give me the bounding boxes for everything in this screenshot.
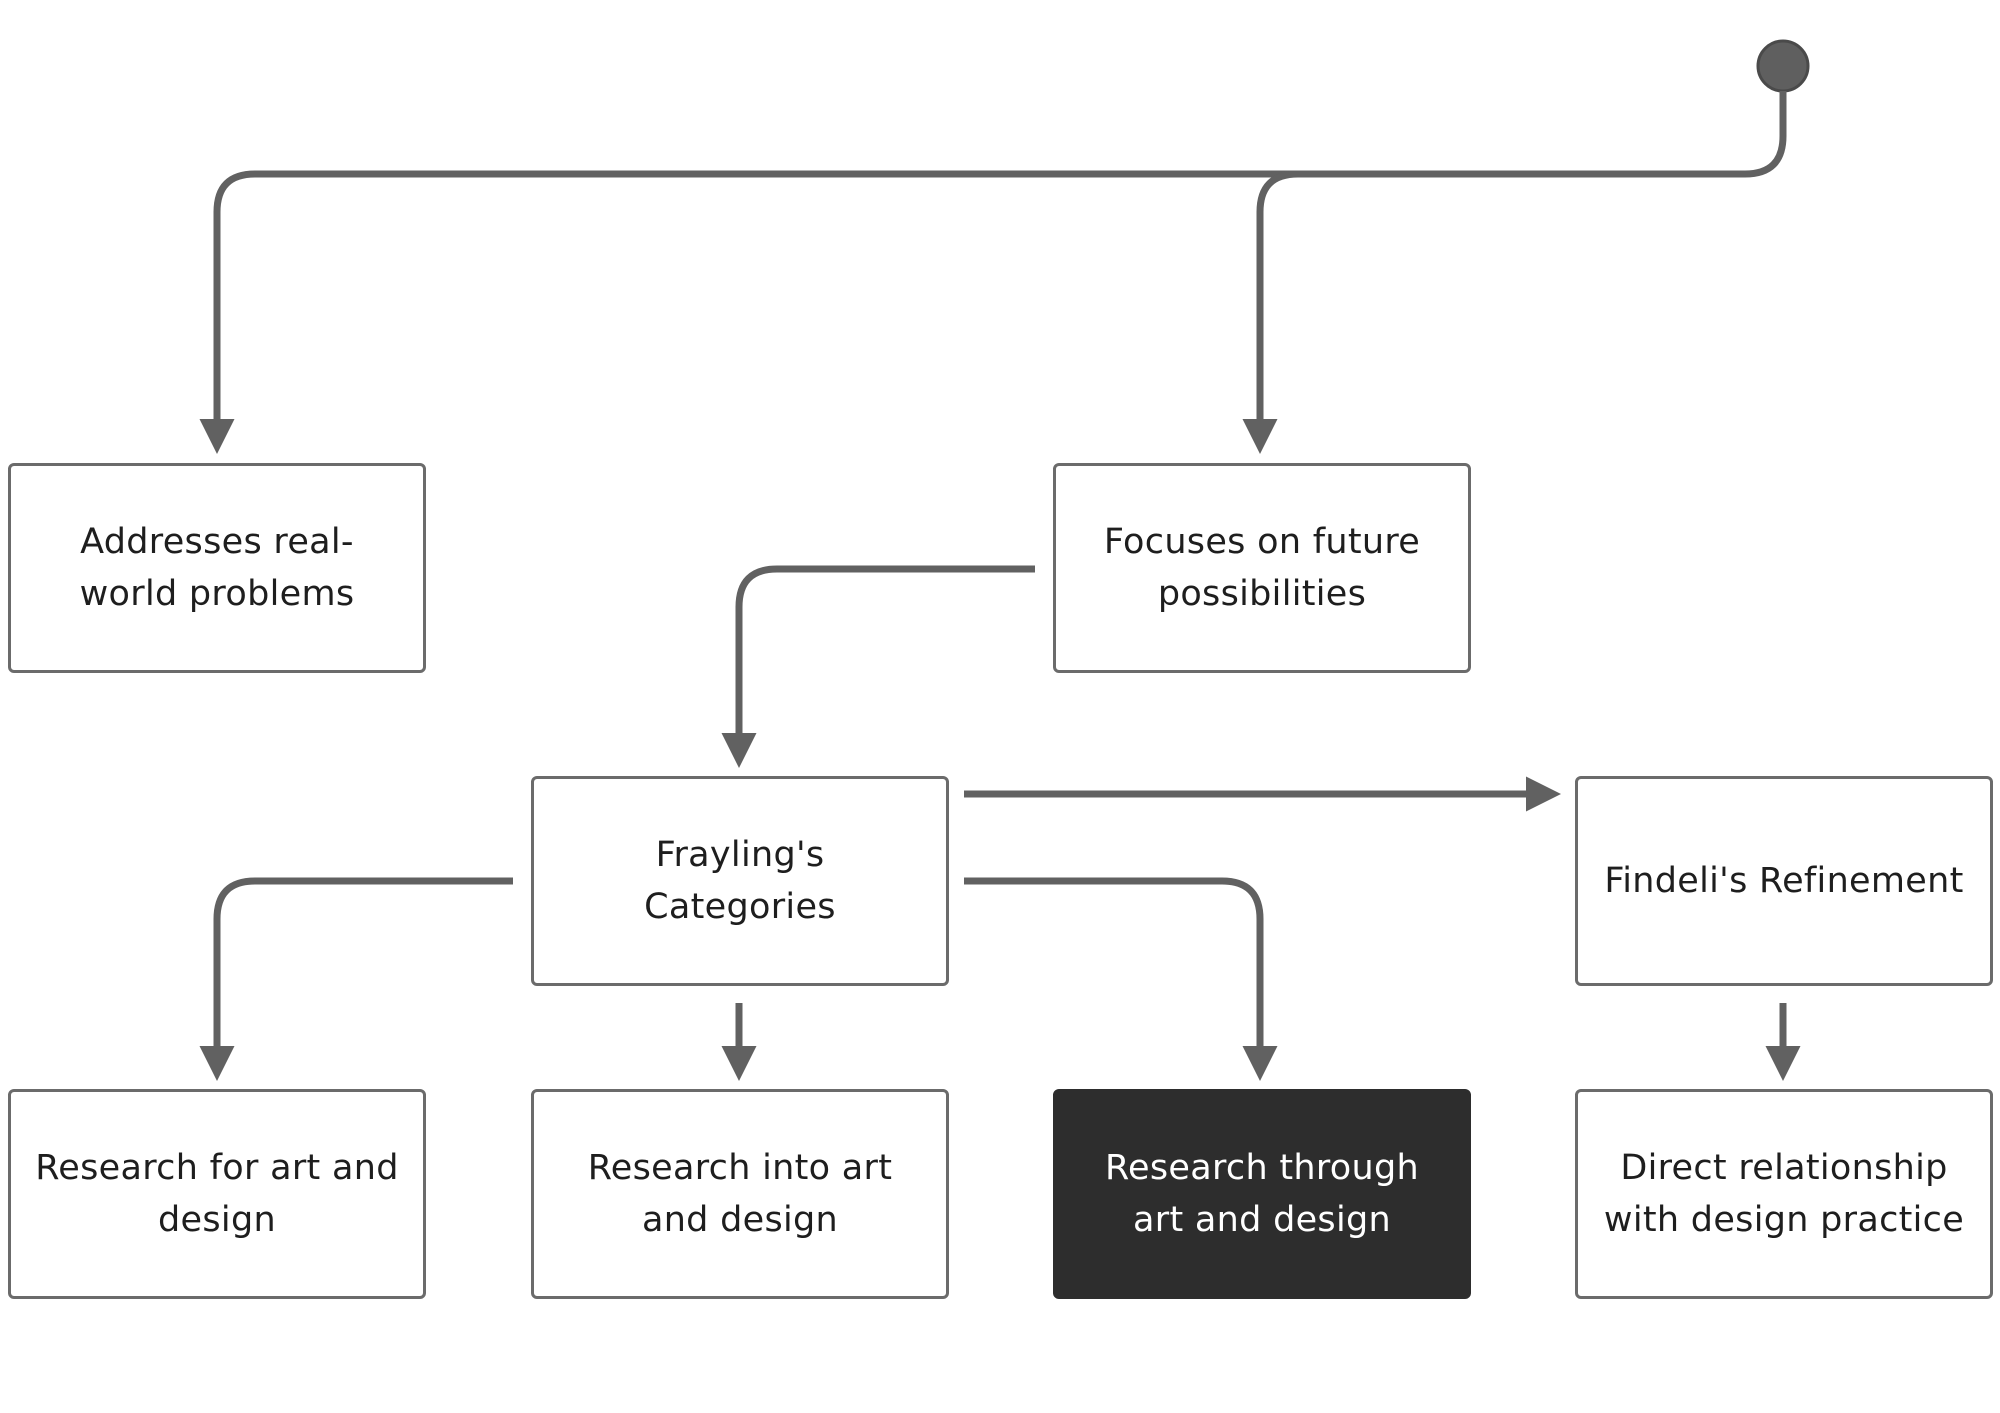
connector-start-to-future xyxy=(1242,170,1302,454)
node-label: Frayling's Categories xyxy=(644,835,836,927)
node-research-through-art-and-design: Research through art and design xyxy=(1053,1089,1471,1299)
connector-start-to-real-world xyxy=(199,91,1787,454)
node-research-for-art-and-design: Research for art and design xyxy=(8,1089,426,1299)
node-label: Research through art and design xyxy=(1105,1148,1419,1240)
connector-frayling-to-research-for xyxy=(199,877,513,1081)
node-direct-relationship-with-design-practice: Direct relationship with design practice xyxy=(1575,1089,1993,1299)
start-dot xyxy=(1756,39,1810,93)
connector-future-to-frayling xyxy=(721,565,1035,768)
node-focuses-on-future-possibilities: Focuses on future possibilities xyxy=(1053,463,1471,673)
node-label: Findeli's Refinement xyxy=(1604,861,1964,901)
connector-frayling-to-research-through xyxy=(964,877,1278,1081)
node-addresses-real-world-problems: Addresses real-world problems xyxy=(8,463,426,673)
node-label: Direct relationship with design practice xyxy=(1603,1148,1965,1240)
node-label: Addresses real-world problems xyxy=(79,522,355,614)
node-label: Research into art and design xyxy=(587,1148,893,1240)
node-research-into-art-and-design: Research into art and design xyxy=(531,1089,949,1299)
node-findelis-refinement: Findeli's Refinement xyxy=(1575,776,1993,986)
node-label: Research for art and design xyxy=(35,1148,399,1240)
node-fraylings-categories: Frayling's Categories xyxy=(531,776,949,986)
node-label: Focuses on future possibilities xyxy=(1103,522,1421,614)
